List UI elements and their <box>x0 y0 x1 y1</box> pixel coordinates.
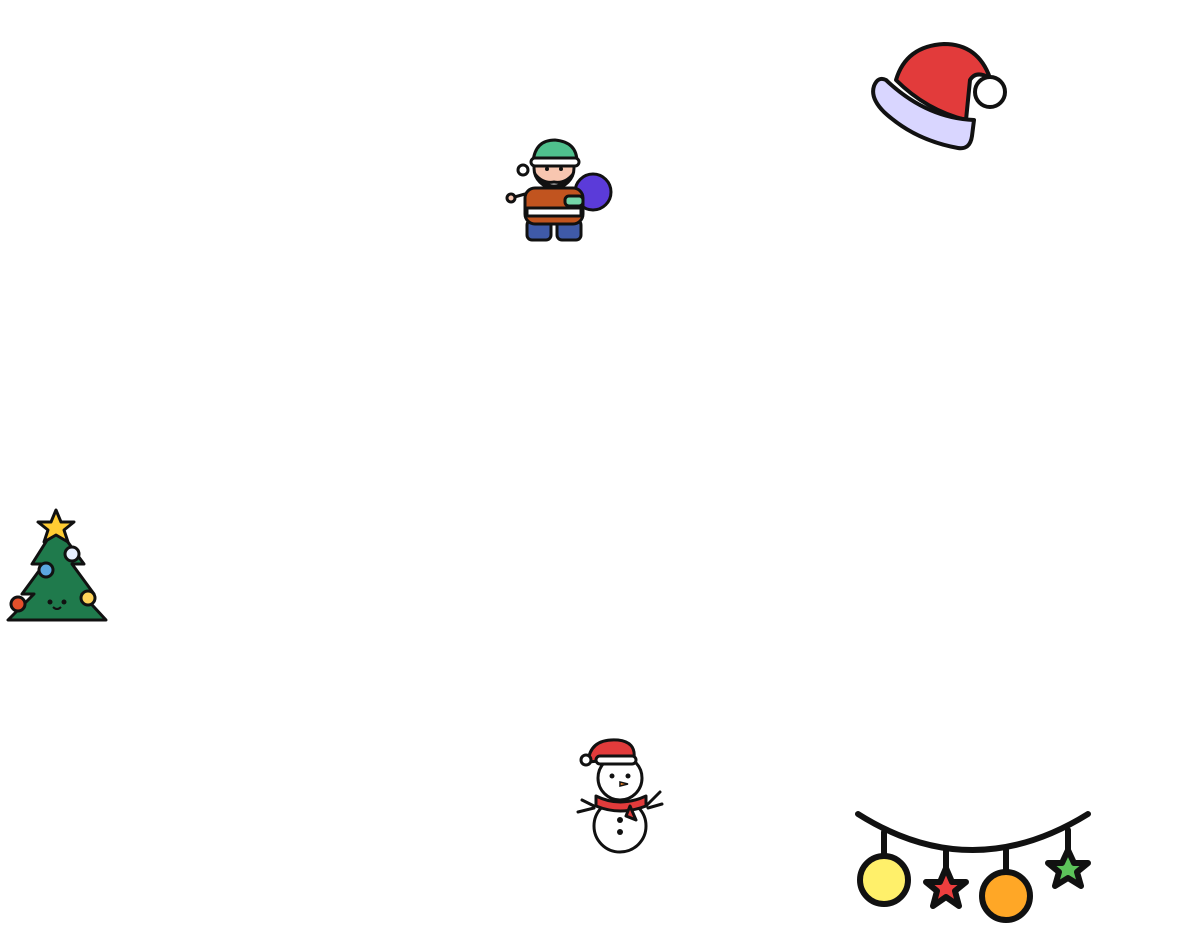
santa-hat-icon <box>871 42 1007 151</box>
christmas-garland-icon <box>855 811 1091 923</box>
santa-claus-icon <box>505 138 613 242</box>
snowman-icon <box>576 738 664 854</box>
christmas-tree-icon <box>6 508 108 622</box>
